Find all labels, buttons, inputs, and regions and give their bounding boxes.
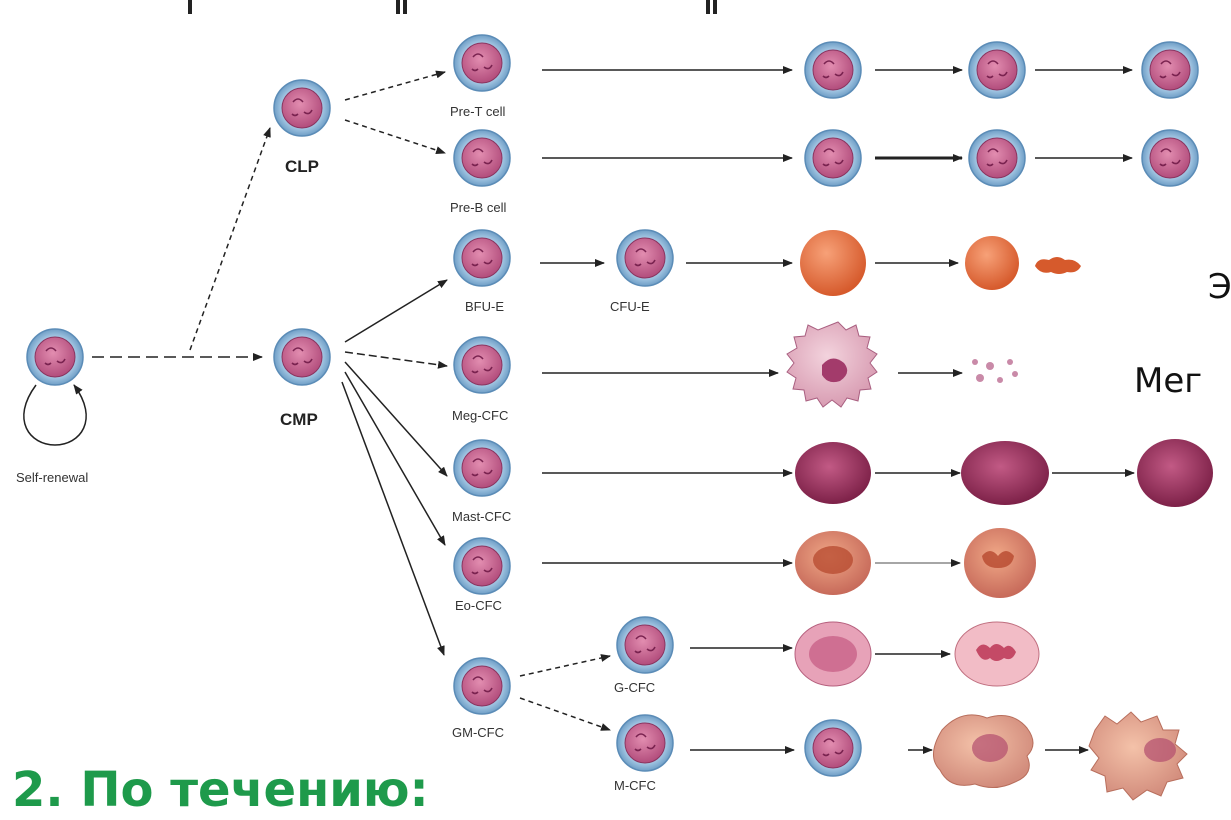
label-cfu-e: CFU-E [610, 299, 650, 314]
monocyte [805, 720, 861, 776]
label-self-renewal: Self-renewal [16, 470, 88, 485]
hematopoietic-stem-cell [27, 329, 83, 385]
mast-cell-stage-2 [961, 441, 1049, 505]
label-cmp: CMP [280, 410, 318, 429]
label-mast-cfc: Mast-CFC [452, 509, 511, 524]
self-renewal-loop [24, 385, 86, 445]
b-cell-stage-1 [805, 130, 861, 186]
reticulocyte [800, 230, 866, 296]
pre-t-cell [454, 35, 510, 91]
gm-cfc-cell [454, 658, 510, 714]
t-cell-stage-1 [805, 42, 861, 98]
macrophage-nucleus-2 [1144, 738, 1176, 762]
clp-cell [274, 80, 330, 136]
eo-cfc-cell [454, 538, 510, 594]
myelocyte-nucleus [809, 636, 857, 672]
b-cell-stage-3 [1142, 130, 1198, 186]
mast-cell-stage-1 [795, 442, 871, 504]
eosinophil-nucleus [813, 546, 853, 574]
label-clp: CLP [285, 157, 319, 176]
erythrocyte [965, 236, 1019, 290]
section-heading: 2. По течению: [12, 760, 429, 820]
label-meg-cfc: Meg-CFC [452, 408, 508, 423]
cfu-e-cell [617, 230, 673, 286]
mast-cfc-cell [454, 440, 510, 496]
g-cfc-cell [617, 617, 673, 673]
label-bfu-e: BFU-E [465, 299, 504, 314]
label-gm-cfc: GM-CFC [452, 725, 504, 740]
m-cfc-cell [617, 715, 673, 771]
top-tick-marks [190, 0, 715, 14]
label-g-cfc: G-CFC [614, 680, 655, 695]
label-pre-b-cell: Pre-B cell [450, 200, 506, 215]
side-label-mega: Мег [1134, 361, 1202, 401]
neutrophil-nucleus [976, 644, 1016, 661]
macrophage-nucleus-1 [972, 734, 1008, 762]
label-m-cfc: M-CFC [614, 778, 656, 793]
label-eo-cfc: Eo-CFC [455, 598, 502, 613]
platelets [972, 359, 1018, 383]
side-label-erythro: Э [1208, 267, 1231, 307]
meg-cfc-cell [454, 337, 510, 393]
t-cell-stage-3 [1142, 42, 1198, 98]
bfu-e-cell [454, 230, 510, 286]
label-pre-t-cell: Pre-T cell [450, 104, 505, 119]
b-cell-stage-2 [969, 130, 1025, 186]
mast-cell-stage-3 [1137, 439, 1213, 507]
extruded-nucleus [1035, 257, 1081, 274]
pre-b-cell [454, 130, 510, 186]
t-cell-stage-2 [969, 42, 1025, 98]
cmp-cell [274, 329, 330, 385]
